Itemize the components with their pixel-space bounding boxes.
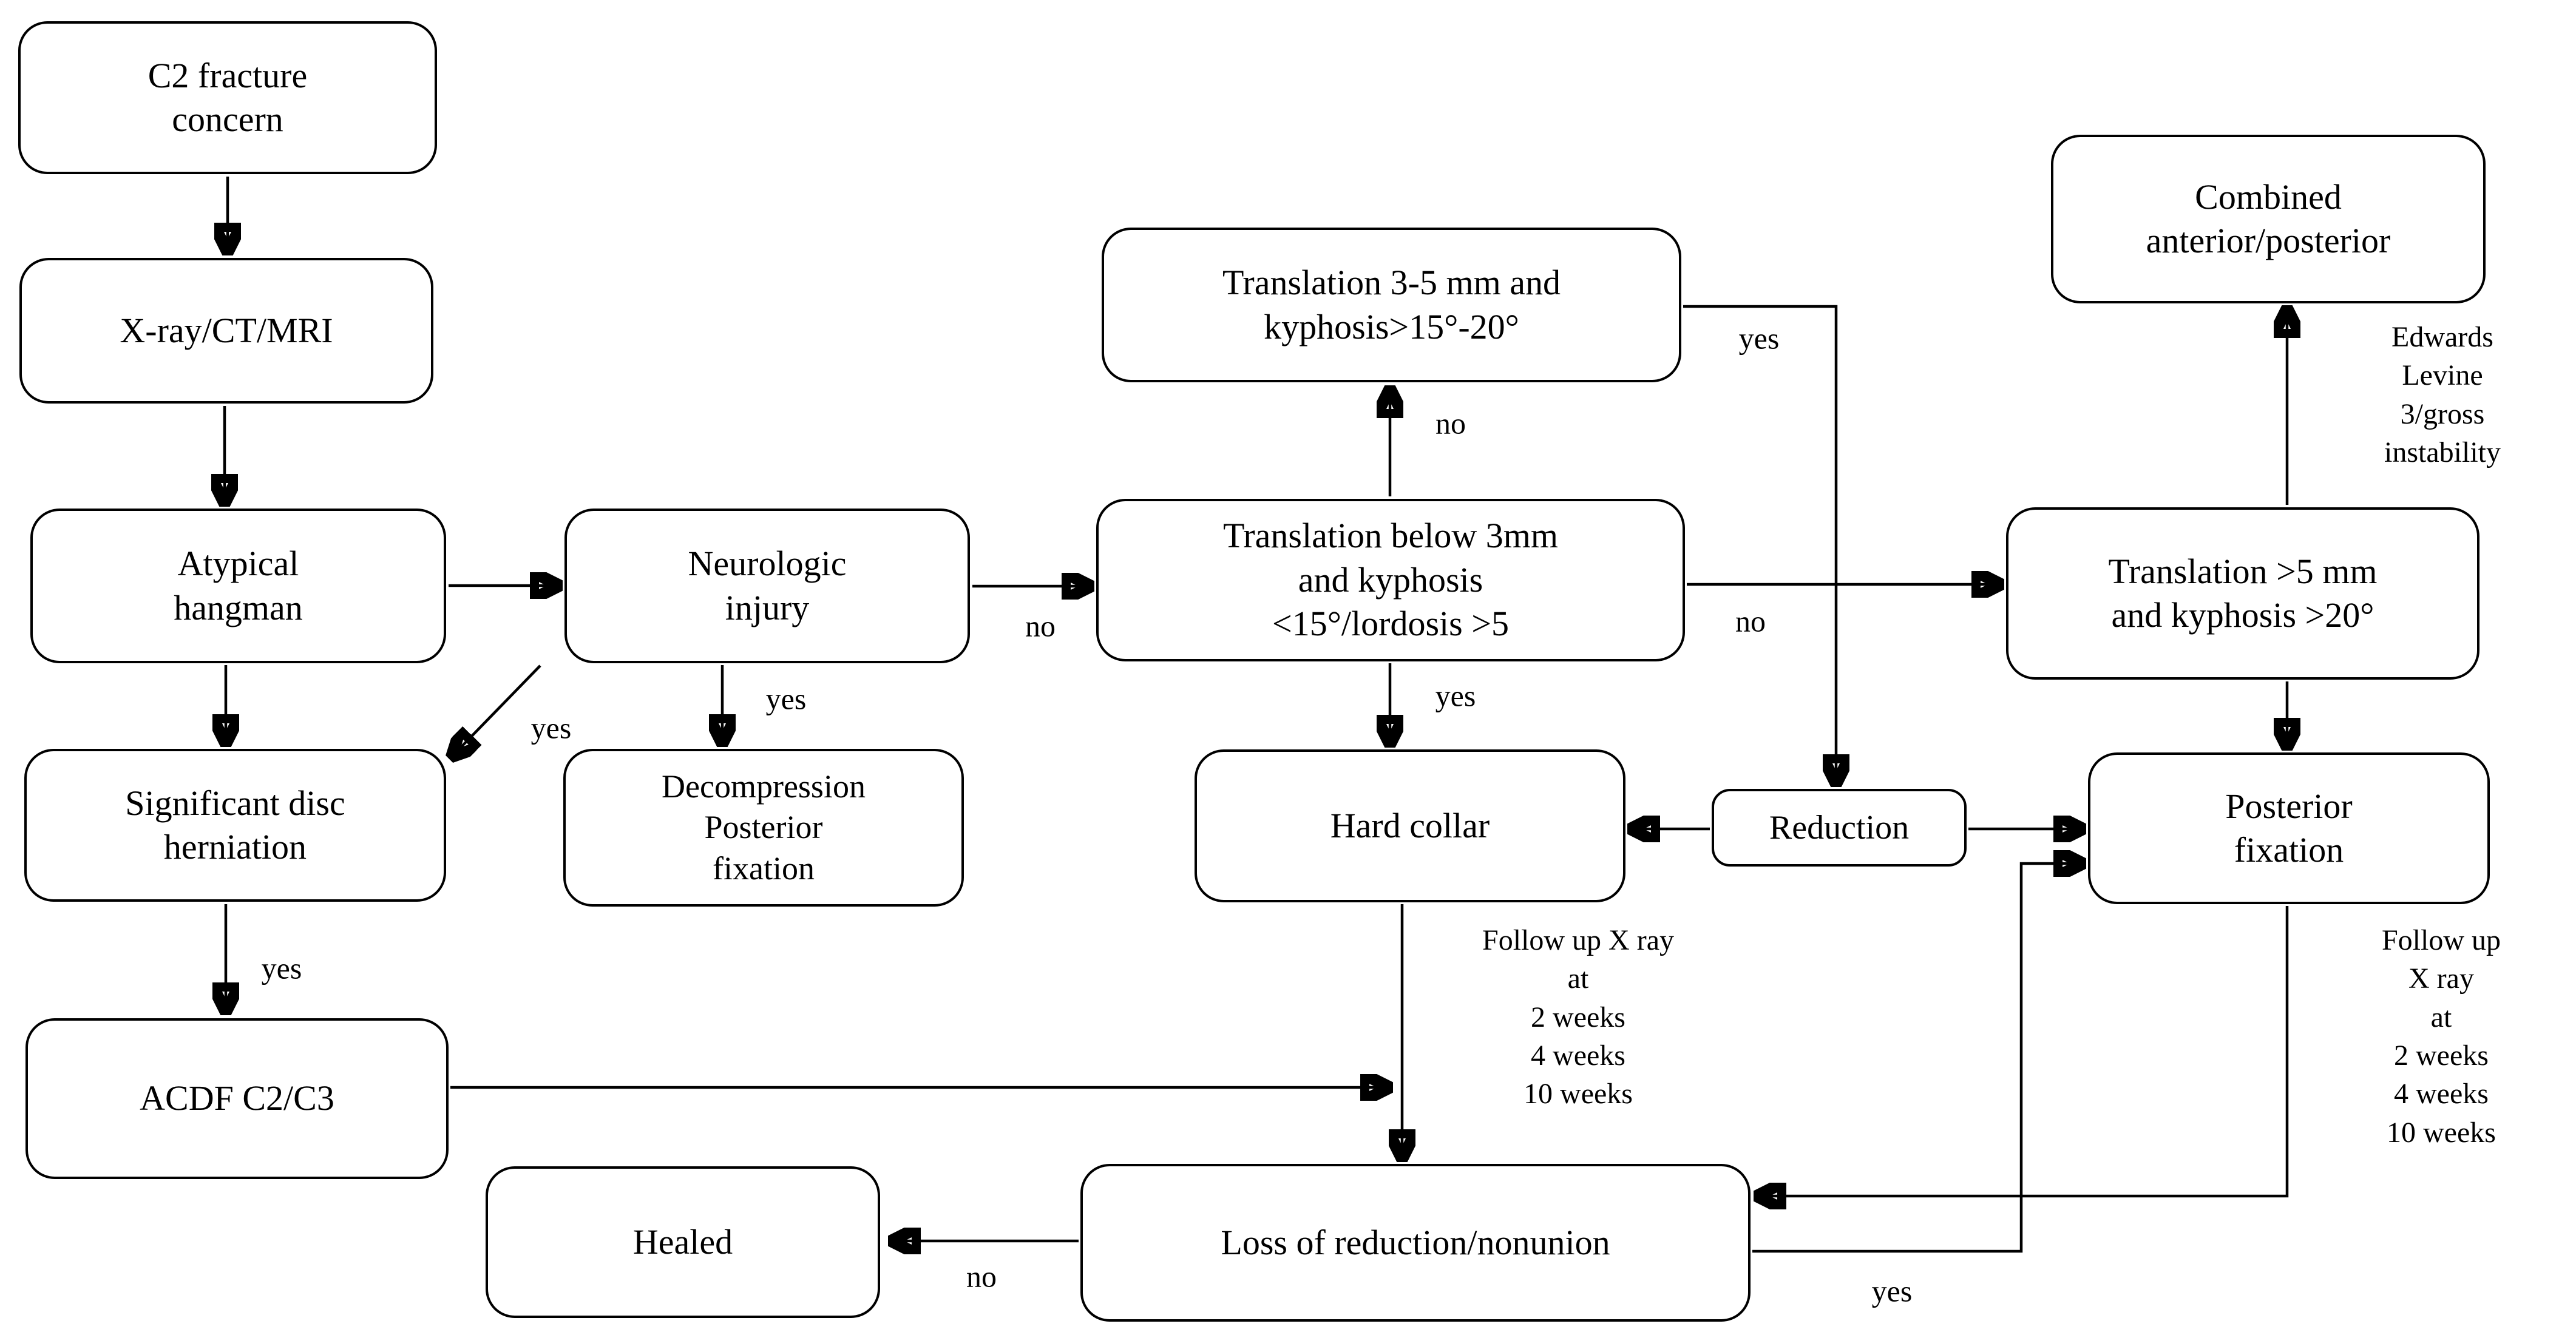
node-loss-of-reduction-nonunion: Loss of reduction/nonunion [1080, 1164, 1751, 1322]
edge-label-loss-healed-no: no [966, 1259, 997, 1294]
arrow-trans-3-5-to-reduction [1683, 305, 1836, 780]
edge-label-loss-posterior-yes: yes [1871, 1274, 1913, 1308]
node-xray-ct-mri: X-ray/CT/MRI [19, 258, 433, 404]
node-acdf-c2-c3: ACDF C2/C3 [25, 1018, 449, 1179]
edge-label-neurologic-decompression-yes: yes [765, 681, 807, 716]
node-posterior-fixation: Posterior fixation [2088, 752, 2490, 904]
edge-label-neurologic-disc-yes: yes [530, 711, 572, 745]
node-decompression-posterior-fixation: Decompression Posterior fixation [563, 749, 964, 907]
node-c2-fracture-concern: C2 fracture concern [18, 21, 437, 174]
edge-label-disc-acdf-yes: yes [261, 951, 302, 985]
annotation-followup-xray-right: Follow up X ray at 2 weeks 4 weeks 10 we… [2381, 924, 2501, 1149]
edge-label-below3-hardcollar-yes: yes [1435, 678, 1476, 713]
node-translation-over-5mm: Translation >5 mm and kyphosis >20° [2006, 507, 2479, 680]
annotation-edwards-levine: Edwards Levine 3/gross instability [2384, 321, 2501, 469]
annotation-followup-xray-left: Follow up X ray at 2 weeks 4 weeks 10 we… [1482, 924, 1674, 1110]
node-neurologic-injury: Neurologic injury [564, 509, 970, 663]
edge-label-below3-trans35-no: no [1435, 406, 1466, 441]
arrow-loss-to-posterior [1752, 864, 2079, 1253]
node-translation-3-5mm: Translation 3-5 mm and kyphosis>15°-20° [1102, 228, 1681, 382]
edge-label-trans35-reduction-yes: yes [1738, 321, 1780, 356]
node-translation-below-3mm: Translation below 3mm and kyphosis <15°/… [1096, 499, 1685, 661]
arrow-posterior-to-loss [1760, 906, 2289, 1196]
node-reduction: Reduction [1712, 789, 1967, 867]
edge-label-neurologic-below3-no: no [1025, 609, 1056, 643]
arrow-neurologic-to-disc [454, 664, 541, 754]
node-healed: Healed [486, 1166, 880, 1318]
node-atypical-hangman: Atypical hangman [30, 509, 446, 663]
node-significant-disc-herniation: Significant disc herniation [24, 749, 446, 902]
edge-label-below3-over5-no: no [1735, 604, 1766, 638]
node-hard-collar: Hard collar [1195, 749, 1625, 902]
node-combined-anterior-posterior: Combined anterior/posterior [2051, 135, 2486, 303]
